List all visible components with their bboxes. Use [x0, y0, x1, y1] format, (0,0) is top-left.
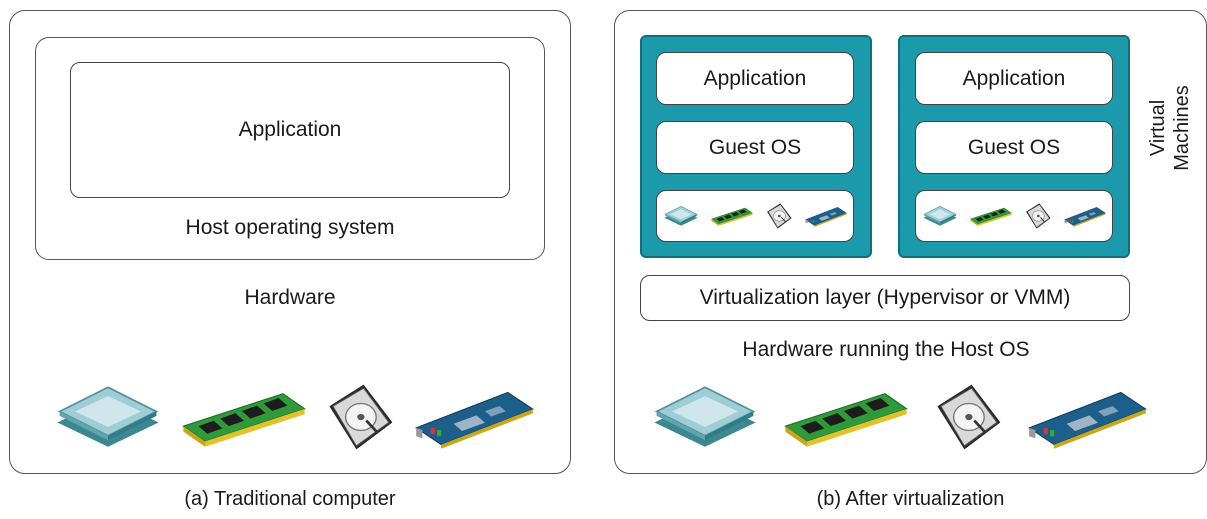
expansion-card-icon — [804, 205, 848, 227]
cpu-chip-icon — [922, 203, 958, 229]
hardware-label: Hardware — [244, 286, 336, 309]
caption-traditional: (a) Traditional computer — [184, 488, 396, 510]
memory-module-icon — [781, 385, 911, 450]
caption-virtualized: (b) After virtualization — [816, 488, 1005, 510]
vm1-guest-os-label: Guest OS — [708, 135, 802, 159]
cpu-chip-icon — [650, 378, 760, 456]
vm2-virtual-hardware — [915, 190, 1113, 242]
vm2-guest-os-box: Guest OS — [915, 121, 1113, 174]
host-os-label: Host operating system — [185, 216, 395, 239]
memory-module-icon — [969, 205, 1013, 227]
expansion-card-icon — [1063, 205, 1107, 227]
vm1-virtual-hardware — [656, 190, 854, 242]
vm1-application-label: Application — [703, 66, 807, 90]
memory-module-icon — [710, 205, 754, 227]
hypervisor-box: Virtualization layer (Hypervisor or VMM) — [640, 275, 1130, 321]
application-label: Application — [238, 118, 342, 141]
cpu-chip-icon — [663, 203, 699, 229]
hardware-icons — [45, 372, 545, 462]
hypervisor-label: Virtualization layer (Hypervisor or VMM) — [699, 286, 1071, 309]
cpu-chip-icon — [53, 378, 163, 456]
expansion-card-icon — [412, 385, 537, 450]
hard-disk-icon — [1024, 201, 1052, 231]
hard-disk-icon — [324, 377, 396, 457]
vm1-guest-os-box: Guest OS — [656, 121, 854, 174]
vm1-application-box: Application — [656, 52, 854, 105]
hard-disk-icon — [765, 201, 793, 231]
application-box: Application — [70, 62, 510, 198]
memory-module-icon — [179, 385, 309, 450]
hard-disk-icon — [932, 377, 1004, 457]
virtual-machines-label: Virtual Machines — [1147, 84, 1193, 171]
vm2-guest-os-label: Guest OS — [967, 135, 1061, 159]
host-hardware-icons — [640, 372, 1160, 462]
host-hardware-label: Hardware running the Host OS — [742, 338, 1030, 361]
expansion-card-icon — [1025, 385, 1150, 450]
virtual-machines-label-wrap: Virtual Machines — [1140, 55, 1200, 200]
vm2-application-box: Application — [915, 52, 1113, 105]
vm2-application-label: Application — [962, 66, 1066, 90]
